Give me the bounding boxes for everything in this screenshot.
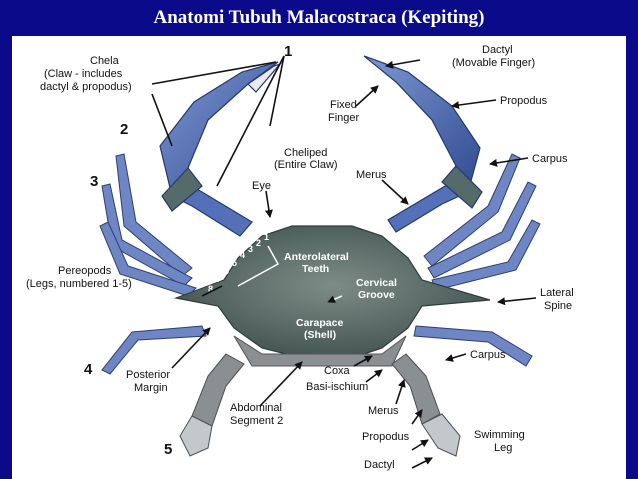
right-cheliped — [363, 55, 483, 233]
label-carpus-top: Carpus — [532, 153, 568, 165]
slide-title: Anatomi Tubuh Malacostraca (Kepiting) — [153, 7, 485, 28]
label-anterolateral-teeth-1: Anterolateral — [284, 251, 349, 263]
label-num-1: 1 — [284, 43, 292, 60]
label-cervical-groove-2: Groove — [358, 289, 395, 301]
label-num-3: 3 — [90, 173, 98, 190]
label-anterolateral-teeth-2: Teeth — [302, 263, 329, 275]
anterolateral-teeth-numbers: 1 2 3 4 5 6 7 8 — [208, 232, 269, 294]
label-carapace-1: Carapace — [296, 317, 343, 329]
label-basi-ischium: Basi-ischium — [306, 381, 368, 393]
tooth-number: 5 — [232, 258, 237, 268]
label-carapace-2: (Shell) — [304, 329, 336, 341]
label-coxa: Coxa — [324, 365, 351, 377]
label-lateral-spine-2: Spine — [544, 300, 572, 312]
label-fixed-finger-2: Finger — [328, 112, 360, 124]
label-carpus-bottom: Carpus — [470, 349, 506, 361]
label-cheliped-1: Cheliped — [284, 147, 327, 159]
label-swimming-leg-2: Leg — [494, 442, 512, 454]
leader-lines — [151, 55, 537, 451]
crab-diagram: 1 2 3 4 5 6 7 8 Anterolateral Teeth Cerv… — [26, 43, 574, 471]
label-merus-bottom: Merus — [368, 405, 399, 417]
diagram-panel: 1 2 3 4 5 6 7 8 Anterolateral Teeth Cerv… — [12, 36, 626, 479]
label-lateral-spine-1: Lateral — [540, 287, 574, 299]
tooth-number: 6 — [224, 266, 229, 276]
label-dactyl-bottom: Dactyl — [364, 459, 395, 471]
left-cheliped — [159, 61, 282, 237]
carapace-shape — [173, 225, 491, 359]
crab-body: 1 2 3 4 5 6 7 8 Anterolateral Teeth Cerv… — [99, 55, 541, 457]
label-num-4: 4 — [84, 361, 93, 378]
label-cheliped-2: (Entire Claw) — [274, 159, 338, 171]
label-posterior-1: Posterior — [126, 369, 170, 381]
tooth-number: 1 — [264, 232, 269, 242]
label-propodus-bottom: Propodus — [362, 431, 410, 443]
label-pereopods-2: (Legs, numbered 1-5) — [26, 278, 132, 290]
label-posterior-2: Margin — [134, 382, 168, 394]
label-dactyl-top-1: Dactyl — [482, 44, 513, 56]
label-pereopods-1: Pereopods — [58, 265, 112, 277]
label-eye: Eye — [252, 180, 271, 192]
label-chela-1: Chela — [90, 55, 120, 67]
tooth-number: 3 — [248, 244, 253, 254]
swimming-legs — [179, 353, 461, 457]
label-fixed-finger-1: Fixed — [330, 99, 357, 111]
label-propodus-top: Propodus — [500, 95, 548, 107]
label-chela-2: (Claw - includes — [44, 68, 123, 80]
labels: Chela (Claw - includes dactyl & propodus… — [26, 43, 574, 471]
label-num-5: 5 — [164, 441, 172, 458]
label-abdominal-1: Abdominal — [230, 402, 282, 414]
tooth-number: 4 — [240, 250, 245, 260]
label-swimming-leg-1: Swimming — [474, 429, 525, 441]
label-merus-top: Merus — [356, 169, 387, 181]
label-chela-3: dactyl & propodus) — [40, 81, 132, 93]
label-num-2: 2 — [120, 121, 128, 138]
tooth-number: 7 — [216, 274, 221, 284]
right-legs — [413, 153, 541, 367]
label-abdominal-2: Segment 2 — [230, 415, 283, 427]
label-dactyl-top-2: (Movable Finger) — [452, 57, 535, 69]
tooth-number: 2 — [256, 238, 261, 248]
tooth-number: 8 — [208, 284, 213, 294]
left-legs — [99, 153, 207, 375]
label-cervical-groove-1: Cervical — [356, 277, 397, 289]
